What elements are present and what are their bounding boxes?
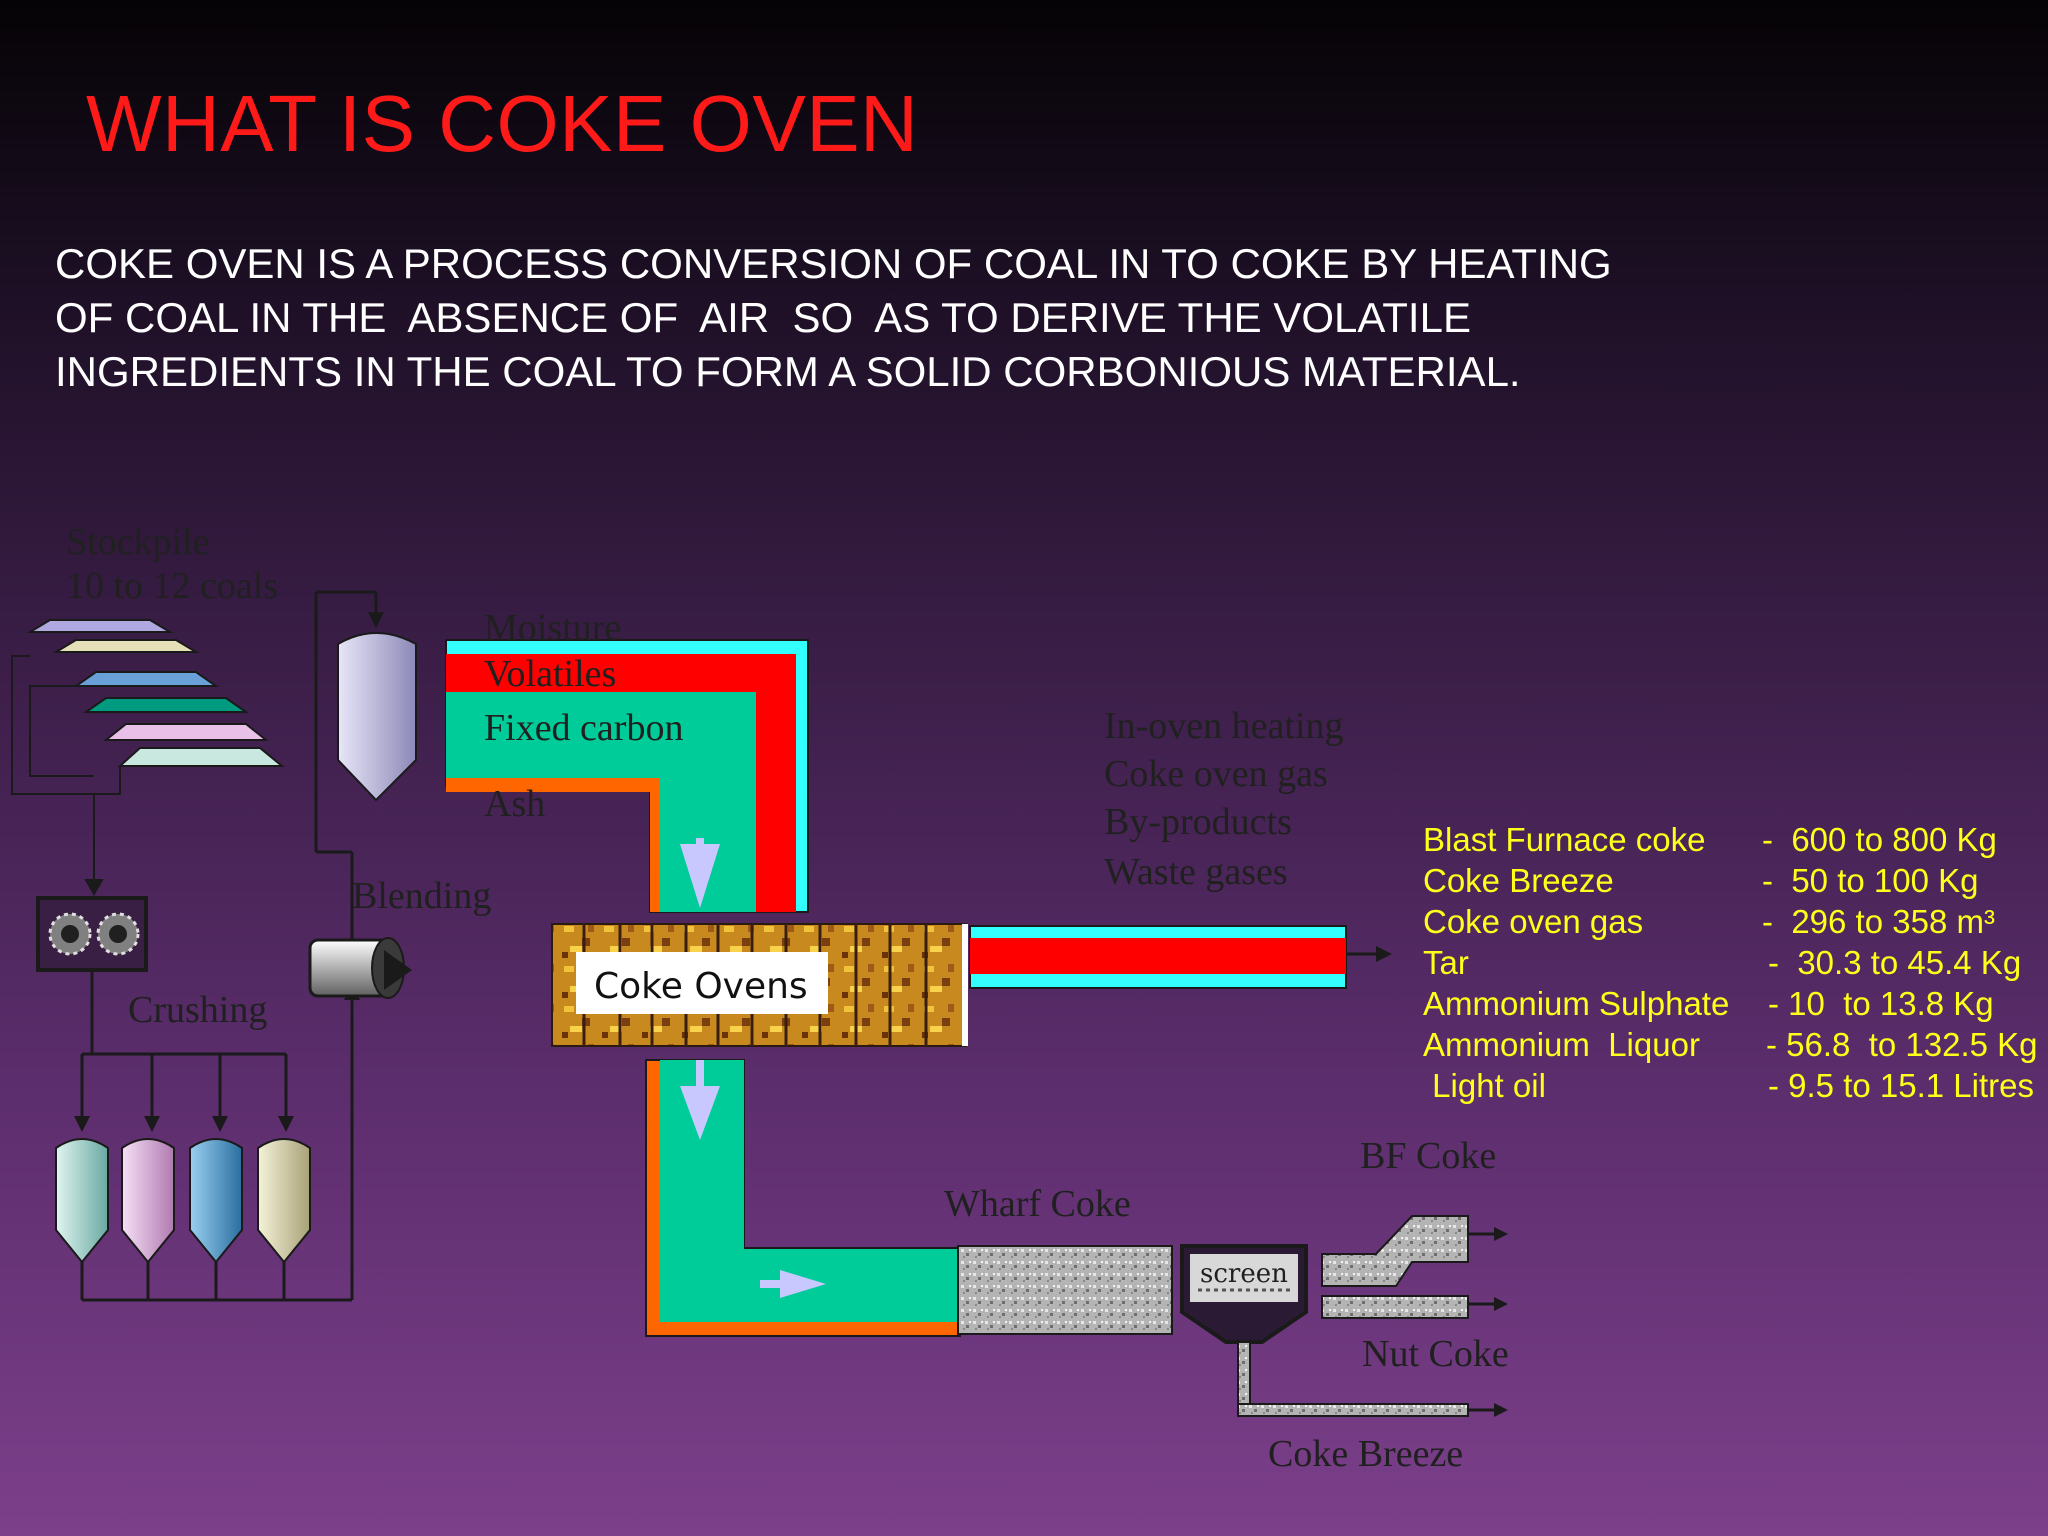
distribution-lines	[80, 970, 288, 1116]
blend-return-lines	[314, 590, 378, 940]
silo-collector-lines	[80, 1000, 354, 1302]
coke-ovens-label-box	[576, 952, 828, 1014]
description-line-1: COKE OVEN IS A PROCESS CONVERSION OF COA…	[55, 240, 1612, 287]
yield-product-5: Ammonium Sulphate	[1423, 985, 1730, 1022]
right-arrow-to-wharf	[780, 1270, 826, 1298]
coke-ovens-label: Coke Ovens	[594, 966, 808, 1007]
yield-product-4: Tar	[1423, 944, 1469, 981]
blend-silos	[55, 1138, 311, 1264]
yield-product-3: Coke oven gas	[1423, 903, 1644, 940]
moisture-label: Moisture	[484, 607, 621, 649]
by-products-label: By-products	[1104, 801, 1292, 843]
to-hopper-arrowhead	[368, 612, 384, 628]
wharf-coke-pile	[957, 1245, 1173, 1335]
yield-product-6: Ammonium Liquor	[1423, 1026, 1700, 1063]
down-arrow-shaft	[696, 838, 704, 870]
waste-gases-label: Waste gases	[1104, 851, 1288, 893]
fixed-carbon-label: Fixed carbon	[484, 707, 683, 749]
yield-amount-3: - 296 to 358 m³	[1762, 903, 1995, 940]
blending-label: Blending	[352, 875, 491, 917]
distribution-arrowheads	[74, 1116, 294, 1132]
screen-label: screen	[1200, 1259, 1288, 1289]
yield-product-1: Blast Furnace coke	[1423, 821, 1706, 858]
wharf-coke-label: Wharf Coke	[944, 1183, 1131, 1225]
right-arrow-shaft	[760, 1280, 784, 1288]
screen-machine	[1180, 1244, 1308, 1344]
yield-amount-6: - 56.8 to 132.5 Kg	[1766, 1026, 2038, 1063]
blender-drum	[308, 937, 412, 999]
gas-outlet-pipe	[969, 925, 1392, 989]
coke-oven-gas-label: Coke oven gas	[1104, 753, 1328, 795]
down-arrow-out-of-ovens	[680, 1086, 720, 1140]
down-arrow-out-shaft	[696, 1060, 704, 1092]
yield-amount-4: - 30.3 to 45.4 Kg	[1768, 944, 2022, 981]
bf-coke-output	[1321, 1215, 1508, 1287]
crushing-label: Crushing	[128, 989, 267, 1031]
yield-amount-7: - 9.5 to 15.1 Litres	[1768, 1067, 2034, 1104]
ash-label: Ash	[484, 783, 545, 825]
slide-title: WHAT IS COKE OVEN	[86, 79, 919, 168]
description-line-3: INGREDIENTS IN THE COAL TO FORM A SOLID …	[55, 348, 1521, 395]
yield-amount-5: - 10 to 13.8 Kg	[1768, 985, 1994, 1022]
coke-breeze-chute	[1237, 1341, 1508, 1417]
stockpile-label: Stockpile	[66, 521, 210, 563]
stockpile-count-label: 10 to 12 coals	[66, 565, 278, 607]
in-oven-heating-label: In-oven heating	[1104, 705, 1344, 747]
bf-coke-label: BF Coke	[1360, 1135, 1496, 1177]
nut-coke-output	[1321, 1295, 1508, 1319]
yield-amount-2: - 50 to 100 Kg	[1762, 862, 1979, 899]
stockpile-lines	[11, 655, 121, 897]
down-arrow-into-ovens	[680, 844, 720, 908]
yield-product-2: Coke Breeze	[1423, 862, 1614, 899]
coke-breeze-label: Coke Breeze	[1268, 1433, 1463, 1475]
coal-hopper	[337, 632, 417, 802]
nut-coke-label: Nut Coke	[1362, 1333, 1509, 1375]
yield-product-7: Light oil	[1423, 1067, 1546, 1104]
description-line-2: OF COAL IN THE ABSENCE OF AIR SO AS TO D…	[55, 294, 1471, 341]
yield-amount-1: - 600 to 800 Kg	[1762, 821, 1997, 858]
stockpile-piles	[26, 619, 285, 767]
crusher-machine	[36, 896, 148, 972]
volatiles-label: Volatiles	[484, 653, 616, 695]
